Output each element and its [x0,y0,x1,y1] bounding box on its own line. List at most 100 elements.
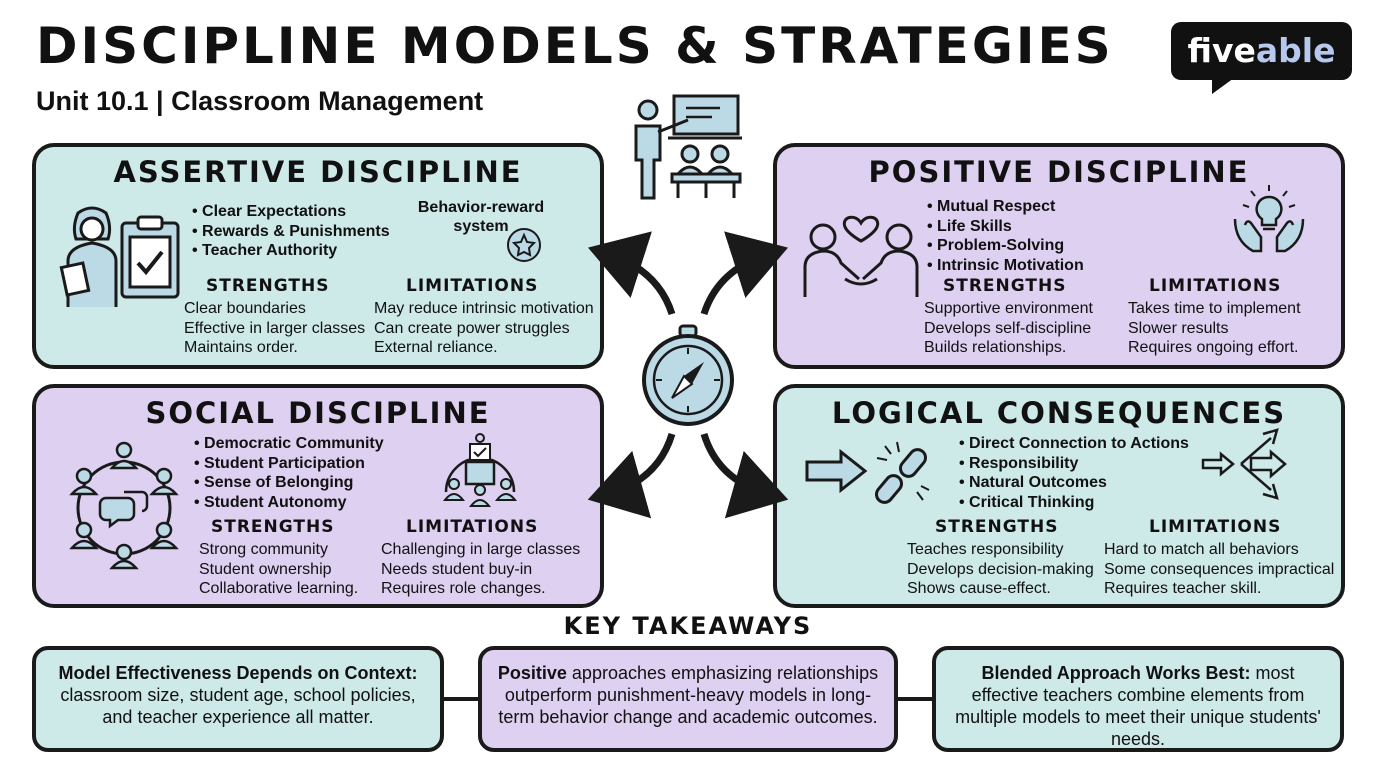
limitation-item: Requires teacher skill. [1104,580,1262,597]
limitations-list: Takes time to implement Slower results R… [1128,299,1301,358]
strengths-list: Supportive environment Develops self-dis… [924,299,1093,358]
takeaway-text: most effective teachers combine elements… [955,663,1321,749]
bullet-item: Mutual Respect [927,197,1084,217]
strength-item: Shows cause-effect. [907,580,1051,597]
strength-item: Strong community [199,541,328,558]
community-circle-icon [69,441,179,570]
logical-bullets: Direct Connection to Actions Responsibil… [959,434,1189,512]
social-bullets: Democratic Community Student Participati… [194,434,384,512]
limitations-heading: LIMITATIONS [406,276,539,296]
logical-title: LOGICAL CONSEQUENCES [831,396,1287,430]
branching-arrows-icon [1201,428,1287,500]
limitation-item: Some consequences impractical [1104,560,1335,578]
arrow-to-logical [700,432,789,519]
bullet-item: Responsibility [959,454,1189,474]
limitation-item: Takes time to implement [1128,300,1301,317]
positive-discipline-panel: POSITIVE DISCIPLINE Mutual Respect Life … [773,143,1345,369]
limitation-item: Can create power struggles [374,319,570,337]
limitation-item: Slower results [1128,319,1229,337]
bullet-item: Intrinsic Motivation [927,256,1084,276]
strength-item: Builds relationships. [924,339,1067,356]
limitations-list: May reduce intrinsic motivation Can crea… [374,299,594,358]
takeaway-connector [896,697,936,701]
limitation-item: Needs student buy-in [381,560,533,578]
star-medal-icon [507,228,541,262]
strength-item: Supportive environment [924,300,1093,317]
strength-item: Develops self-discipline [924,319,1092,337]
limitation-item: Challenging in large classes [381,541,581,558]
takeaway-positive: Positive approaches emphasizing relation… [478,646,898,752]
bullet-item: Direct Connection to Actions [959,434,1189,454]
bullet-item: Natural Outcomes [959,473,1189,493]
strength-item: Effective in larger classes [184,319,366,337]
strength-item: Student ownership [199,560,332,578]
takeaway-connector [440,697,482,701]
assertive-title: ASSERTIVE DISCIPLINE [113,155,523,189]
lightbulb-hands-icon [1233,185,1305,253]
social-title: SOCIAL DISCIPLINE [145,396,491,430]
strengths-heading: STRENGTHS [943,276,1067,296]
bullet-item: Sense of Belonging [194,473,384,493]
teacher-classroom-icon [634,94,742,200]
handshake-heart-icon [803,215,919,297]
positive-title: POSITIVE DISCIPLINE [868,155,1250,189]
strengths-list: Strong community Student ownership Colla… [199,540,358,599]
limitations-list: Hard to match all behaviors Some consequ… [1104,540,1334,599]
caption-line: Behavior-reward [417,199,545,216]
strengths-heading: STRENGTHS [206,276,330,296]
logo-text-left: five [1187,31,1256,70]
bullet-item: Clear Expectations [192,202,390,222]
limitations-list: Challenging in large classes Needs stude… [381,540,580,599]
takeaway-text: approaches emphasizing relationships out… [498,663,879,727]
arrow-to-social [587,432,676,519]
arrow-to-assertive [588,231,676,316]
logical-consequences-panel: LOGICAL CONSEQUENCES Direct Connection t… [773,384,1345,608]
teacher-clipboard-icon [59,206,180,307]
arrow-cause-icon [805,448,868,494]
strengths-heading: STRENGTHS [211,517,335,537]
assertive-bullets: Clear Expectations Rewards & Punishments… [192,202,390,261]
strength-item: Maintains order. [184,339,298,356]
limitation-item: Requires ongoing effort. [1128,339,1299,356]
assertive-discipline-panel: ASSERTIVE DISCIPLINE Clear Expectations … [32,143,604,369]
logo-tail [1212,78,1234,94]
bullet-item: Problem-Solving [927,236,1084,256]
strength-item: Clear boundaries [184,300,306,317]
fiveable-logo: fiveable [1171,22,1352,80]
bullet-item: Student Autonomy [194,493,384,513]
caption-line: system [453,218,509,235]
limitations-heading: LIMITATIONS [1149,276,1282,296]
limitation-item: External reliance. [374,339,498,356]
page-subtitle: Unit 10.1 | Classroom Management [36,86,484,116]
broken-chain-icon [875,441,930,504]
limitations-heading: LIMITATIONS [1149,517,1282,537]
strengths-list: Clear boundaries Effective in larger cla… [184,299,365,358]
takeaway-bold: Positive [497,663,567,683]
logo-text-right: able [1255,31,1336,70]
bullet-item: Rewards & Punishments [192,222,390,242]
limitations-heading: LIMITATIONS [406,517,539,537]
takeaway-text: classroom size, student age, school poli… [60,685,416,727]
center-arrows [587,231,789,519]
key-takeaways-title: KEY TAKEAWAYS [563,612,813,640]
positive-bullets: Mutual Respect Life Skills Problem-Solvi… [927,197,1084,275]
strength-item: Collaborative learning. [199,580,359,597]
limitation-item: Requires role changes. [381,580,546,597]
bullet-item: Critical Thinking [959,493,1189,513]
strengths-heading: STRENGTHS [935,517,1059,537]
bullet-item: Life Skills [927,217,1084,237]
bullet-item: Student Participation [194,454,384,474]
takeaway-bold: Model Effectiveness Depends on Context: [58,663,418,683]
bullet-item: Teacher Authority [192,241,390,261]
arrow-to-positive [700,231,788,316]
limitation-item: May reduce intrinsic motivation [374,300,594,317]
bullet-item: Democratic Community [194,434,384,454]
podium-voting-icon [442,433,518,507]
strength-item: Teaches responsibility [907,541,1064,558]
strength-item: Develops decision-making [907,560,1094,578]
takeaway-bold: Blended Approach Works Best: [981,663,1251,683]
takeaway-context: Model Effectiveness Depends on Context: … [32,646,444,752]
takeaway-blended: Blended Approach Works Best: most effect… [932,646,1344,752]
page-title: DISCIPLINE MODELS & STRATEGIES [36,17,1114,75]
limitation-item: Hard to match all behaviors [1104,541,1299,558]
